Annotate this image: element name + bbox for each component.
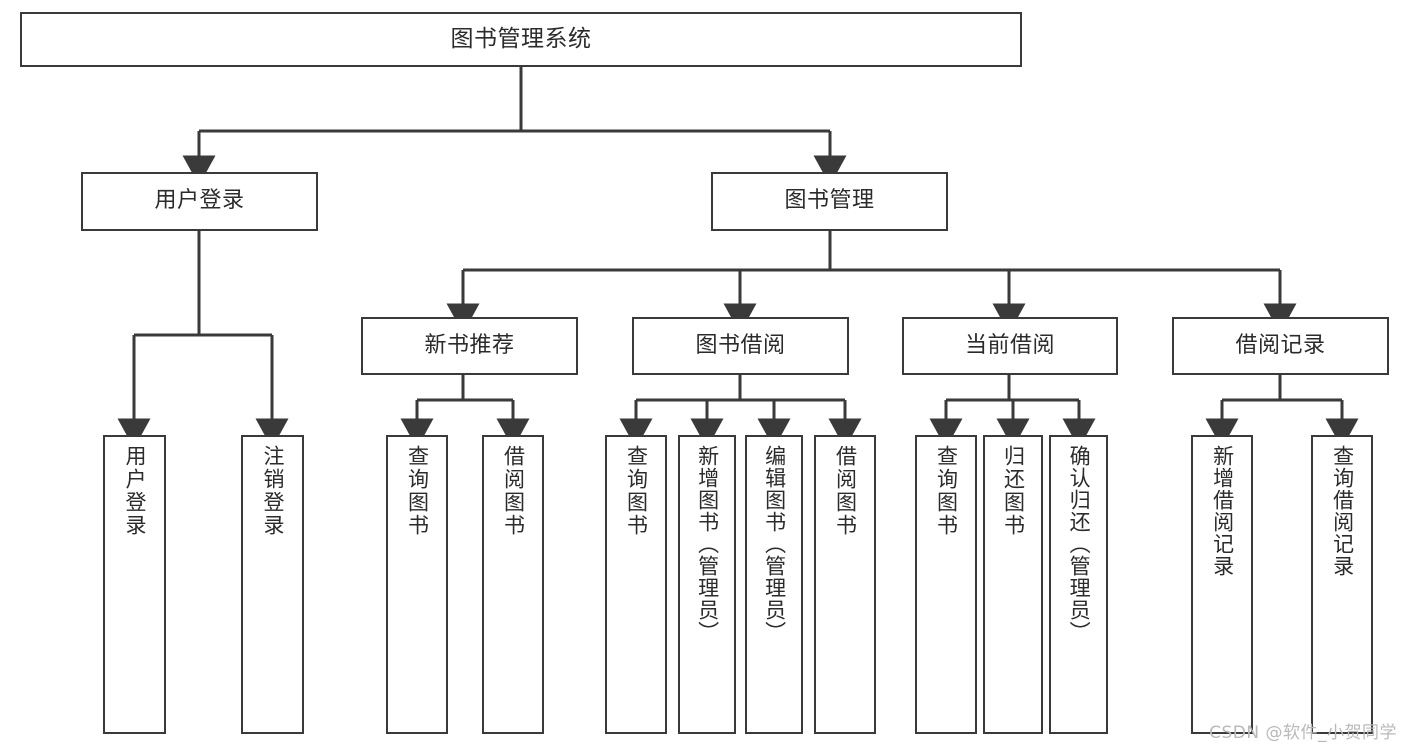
node-current-borrow-label: 当前借阅 [964, 332, 1055, 358]
leaf-confirm-return-label: 确认归还（管理员） [1067, 445, 1092, 643]
watermark-text: CSDN @软件_小贺同学 [1209, 723, 1397, 743]
leaf-borrow-book-1[interactable]: 借阅图书 [482, 435, 544, 734]
leaf-add-record-label: 新增借阅记录 [1210, 445, 1235, 577]
leaf-query-record[interactable]: 查询借阅记录 [1311, 435, 1373, 734]
leaf-query-book-2-label: 查询图书 [624, 445, 649, 537]
leaf-query-book-1-label: 查询图书 [405, 445, 430, 537]
node-borrow-record-label: 借阅记录 [1235, 332, 1326, 358]
node-root[interactable]: 图书管理系统 [20, 12, 1022, 67]
leaf-query-book-3-label: 查询图书 [934, 445, 959, 537]
leaf-user-login[interactable]: 用户登录 [103, 435, 166, 734]
node-book-borrow-label: 图书借阅 [695, 332, 786, 358]
node-new-book-recommend-label: 新书推荐 [424, 332, 515, 358]
leaf-return-book[interactable]: 归还图书 [983, 435, 1043, 734]
leaf-query-book-2[interactable]: 查询图书 [605, 435, 667, 734]
leaf-user-logout-label: 注销登录 [260, 445, 285, 537]
leaf-query-book-3[interactable]: 查询图书 [915, 435, 977, 734]
leaf-add-book[interactable]: 新增图书（管理员） [678, 435, 736, 734]
leaf-confirm-return[interactable]: 确认归还（管理员） [1049, 435, 1108, 734]
node-new-book-recommend[interactable]: 新书推荐 [361, 317, 578, 375]
node-current-borrow[interactable]: 当前借阅 [902, 317, 1118, 375]
leaf-add-book-label: 新增图书（管理员） [695, 445, 720, 643]
node-borrow-record[interactable]: 借阅记录 [1172, 317, 1389, 375]
node-user-login-label: 用户登录 [154, 188, 245, 214]
leaf-user-logout[interactable]: 注销登录 [241, 435, 304, 734]
node-root-label: 图书管理系统 [450, 25, 592, 52]
node-book-manage[interactable]: 图书管理 [711, 172, 948, 231]
leaf-query-book-1[interactable]: 查询图书 [386, 435, 448, 734]
leaf-edit-book[interactable]: 编辑图书（管理员） [745, 435, 803, 734]
leaf-borrow-book-2-label: 借阅图书 [833, 445, 858, 537]
leaf-borrow-book-1-label: 借阅图书 [501, 445, 526, 537]
leaf-edit-book-label: 编辑图书（管理员） [762, 445, 787, 643]
leaf-return-book-label: 归还图书 [1001, 445, 1026, 537]
node-book-manage-label: 图书管理 [784, 188, 875, 214]
node-book-borrow[interactable]: 图书借阅 [632, 317, 849, 375]
node-user-login[interactable]: 用户登录 [81, 172, 318, 231]
leaf-query-record-label: 查询借阅记录 [1330, 445, 1355, 577]
leaf-borrow-book-2[interactable]: 借阅图书 [814, 435, 876, 734]
leaf-user-login-label: 用户登录 [122, 445, 147, 537]
leaf-add-record[interactable]: 新增借阅记录 [1191, 435, 1253, 734]
